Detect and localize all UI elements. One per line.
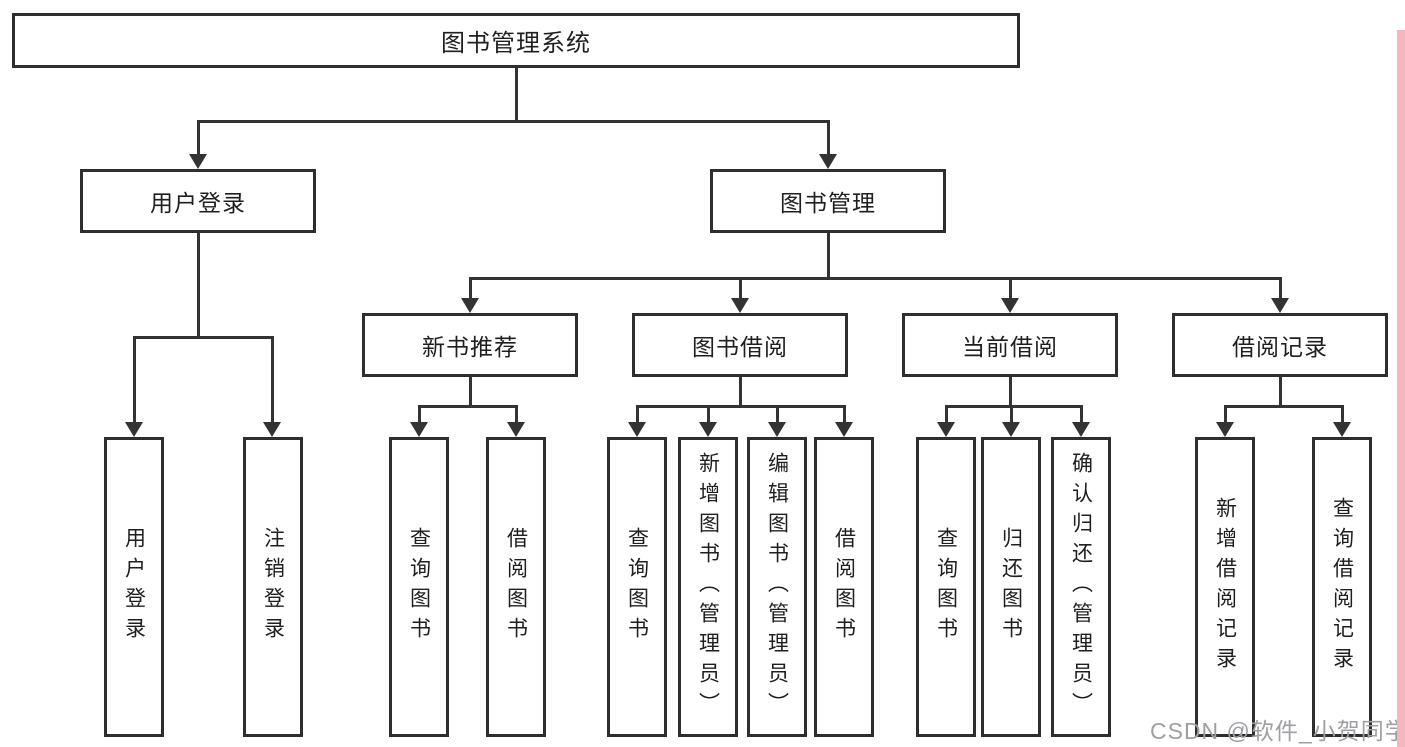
leaf-recommend-borrow-books-label: 借阅图书 <box>504 527 528 647</box>
arrow-to-current-borrow <box>1001 298 1019 313</box>
leaf-user-login: 用户登录 <box>104 437 164 737</box>
node-book-borrow: 图书借阅 <box>632 313 848 377</box>
leaf-records-query-record: 查询借阅记录 <box>1312 437 1372 737</box>
right-edge-strip <box>1397 30 1405 747</box>
leaf-current-return-books-label: 归还图书 <box>999 527 1023 647</box>
node-borrow-records-label: 借阅记录 <box>1232 334 1328 360</box>
leaf-borrow-query-books-label: 查询图书 <box>625 527 649 647</box>
leaf-current-query-books-label: 查询图书 <box>934 527 958 647</box>
arrow-to-leaf-logout <box>263 422 281 437</box>
leaf-borrow-add-books-admin: 新增图书（管理员） <box>678 437 738 737</box>
node-borrow-records: 借阅记录 <box>1172 313 1388 377</box>
leaf-records-add-record: 新增借阅记录 <box>1195 437 1255 737</box>
leaf-borrow-query-books: 查询图书 <box>607 437 667 737</box>
leaf-recommend-borrow-books: 借阅图书 <box>486 437 546 737</box>
watermark: CSDN @软件_小贺同学 <box>1150 718 1405 744</box>
leaf-records-query-record-label: 查询借阅记录 <box>1330 497 1354 677</box>
node-root-library-system: 图书管理系统 <box>12 13 1020 68</box>
node-root-label: 图书管理系统 <box>441 30 591 57</box>
node-current-borrow-label: 当前借阅 <box>962 334 1058 360</box>
arrow-to-new-book-recommend <box>461 298 479 313</box>
leaf-current-confirm-return-admin: 确认归还（管理员） <box>1051 437 1111 737</box>
leaf-logout: 注销登录 <box>243 437 303 737</box>
arrow-to-book-borrow <box>731 298 749 313</box>
leaf-records-add-record-label: 新增借阅记录 <box>1213 497 1237 677</box>
leaf-borrow-edit-books-admin-label: 编辑图书（管理员） <box>765 452 789 722</box>
leaf-current-query-books: 查询图书 <box>916 437 976 737</box>
leaf-user-login-label: 用户登录 <box>122 527 146 647</box>
arrow-to-user-login <box>189 154 207 169</box>
leaf-logout-label: 注销登录 <box>261 527 285 647</box>
node-book-management: 图书管理 <box>710 169 946 233</box>
node-new-book-recommend: 新书推荐 <box>362 313 578 377</box>
arrow-to-borrow-records <box>1271 298 1289 313</box>
leaf-current-confirm-return-admin-label: 确认归还（管理员） <box>1069 452 1093 722</box>
node-user-login-label: 用户登录 <box>150 190 246 216</box>
leaf-borrow-borrow-books-label: 借阅图书 <box>832 527 856 647</box>
leaf-borrow-borrow-books: 借阅图书 <box>814 437 874 737</box>
arrow-to-leaf-user-login <box>125 422 143 437</box>
node-book-management-label: 图书管理 <box>780 190 876 216</box>
arrow-to-book-management <box>819 154 837 169</box>
leaf-borrow-edit-books-admin: 编辑图书（管理员） <box>747 437 807 737</box>
node-current-borrow: 当前借阅 <box>902 313 1118 377</box>
node-book-borrow-label: 图书借阅 <box>692 334 788 360</box>
leaf-recommend-query-books-label: 查询图书 <box>407 527 431 647</box>
node-user-login: 用户登录 <box>80 169 316 233</box>
leaf-borrow-add-books-admin-label: 新增图书（管理员） <box>696 452 720 722</box>
leaf-recommend-query-books: 查询图书 <box>389 437 449 737</box>
node-new-book-recommend-label: 新书推荐 <box>422 334 518 360</box>
leaf-current-return-books: 归还图书 <box>981 437 1041 737</box>
